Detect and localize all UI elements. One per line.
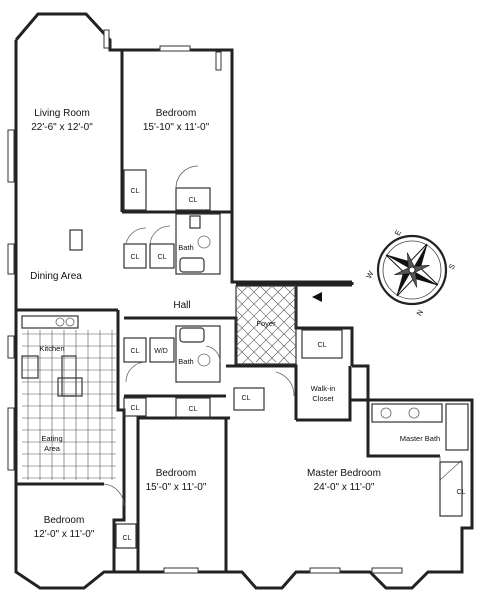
closet-label: CL	[318, 342, 327, 349]
foyer-floor	[235, 285, 297, 365]
kitchen-fixtures	[21, 315, 116, 480]
door-swing	[103, 483, 125, 507]
exterior-walls	[14, 12, 474, 590]
bedroom-left-dims: 12'-0" x 11'-0"	[34, 529, 95, 540]
bedroom-top-dims: 15'-10" x 11'-0"	[143, 122, 210, 133]
compass-rose-icon: E S W N	[364, 228, 457, 317]
bedroom-middle-name: Bedroom	[156, 468, 197, 479]
compass-label-w: W	[364, 269, 376, 280]
compass-label-s: S	[447, 262, 457, 271]
room-labels: Living Room 22'-6" x 12'-0" Bedroom 15'-…	[30, 108, 440, 540]
closet-label: CL	[123, 535, 132, 542]
master-bedroom-name: Master Bedroom	[307, 468, 381, 479]
closet-label: CL	[131, 254, 140, 261]
master-bedroom-dims: 24'-0" x 11'-0"	[314, 482, 375, 493]
eating-area-line1: Eating	[41, 434, 62, 443]
walk-in-closet-line1: Walk-in	[311, 384, 336, 393]
closet-labels: CL CL CL CL CL CL CL CL CL CL CL	[123, 188, 466, 542]
living-room-name: Living Room	[34, 108, 90, 119]
bedroom-middle-dims: 15'-0" x 11'-0"	[146, 482, 207, 493]
dining-area-name: Dining Area	[30, 271, 82, 282]
living-room-dims: 22'-6" x 12'-0"	[31, 122, 93, 133]
closet-label: CL	[131, 348, 140, 355]
bedroom-left-name: Bedroom	[44, 515, 85, 526]
bedroom-left-closet	[115, 523, 137, 549]
closet-label: CL	[158, 254, 167, 261]
closet-label: CL	[457, 489, 466, 496]
bedroom-top-name: Bedroom	[156, 108, 197, 119]
top-bedroom-fixtures	[123, 165, 221, 275]
middle-fixtures	[123, 325, 343, 419]
hall-name: Hall	[173, 300, 190, 311]
compass-label-e: E	[393, 228, 403, 237]
wd-label: W/D	[154, 348, 168, 355]
compass-label-n: N	[415, 308, 426, 317]
closet-label: CL	[242, 395, 251, 402]
entrance-arrow	[312, 292, 322, 302]
master-bath-name: Master Bath	[400, 434, 440, 443]
foyer-name: Foyer	[256, 319, 276, 328]
closet-label: CL	[189, 406, 198, 413]
walk-in-closet-line2: Closet	[312, 394, 334, 403]
master-bath-fixtures	[371, 403, 469, 517]
eating-area-line2: Area	[44, 444, 61, 453]
bath-top-name: Bath	[178, 243, 193, 252]
bath-middle-name: Bath	[178, 357, 193, 366]
dining-column	[69, 229, 83, 251]
closet-label: CL	[189, 197, 198, 204]
closet-label: CL	[131, 405, 140, 412]
closet-label: CL	[131, 188, 140, 195]
kitchen-name: Kitchen	[39, 344, 64, 353]
windows	[7, 29, 403, 574]
